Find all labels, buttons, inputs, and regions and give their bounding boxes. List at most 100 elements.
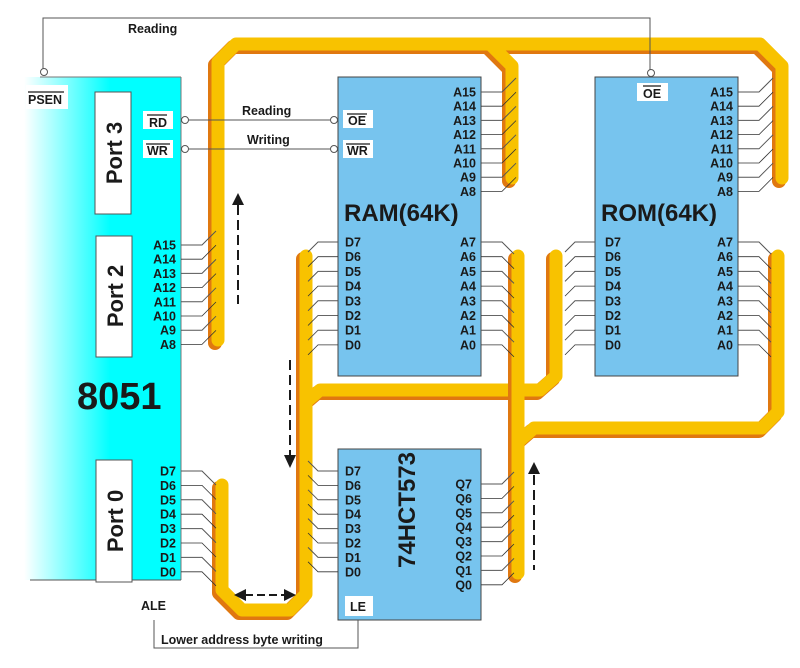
- port3-box: [94, 91, 132, 215]
- mcu-name: 8051: [77, 376, 162, 418]
- rom-low-addr-pin-wire: [738, 256, 772, 269]
- wr-bubble: [181, 145, 189, 153]
- arrow-up-high-address: [232, 193, 244, 304]
- rom-low-addr-pin-label: A1: [717, 324, 733, 338]
- ram-data-pin-wire: [307, 344, 338, 356]
- ram-high-addr-pin-wire: [481, 77, 517, 93]
- ram-high-addr-pin-wire: [481, 134, 517, 150]
- rom-high-addr-pin-label: A13: [710, 114, 733, 128]
- rom-high-addr-pin-wire: [738, 120, 774, 135]
- rom-low-addr-pin-label: A0: [717, 338, 733, 352]
- wr-pin-label: WR: [147, 144, 168, 158]
- latch-in-pin-wire: [307, 460, 338, 472]
- port0-pin-label: D4: [160, 508, 176, 522]
- rd-pin-label: RD: [149, 116, 167, 130]
- port2-pin-wire: [181, 230, 217, 246]
- rom-high-addr-pin-label: A9: [717, 171, 733, 185]
- control-wires: Reading Reading Writing Lower address by…: [40, 17, 655, 649]
- ram-data-pin-label: D6: [345, 250, 361, 264]
- ram-low-addr-pin-wire: [481, 300, 515, 314]
- ram-wr-bubble: [330, 145, 338, 153]
- ram-low-addr-pin-wire: [481, 315, 515, 328]
- port3-label: Port 3: [102, 122, 127, 184]
- latch-out-pin-wire: [481, 514, 515, 528]
- rom-data-pin-label: D6: [605, 250, 621, 264]
- rom-data-pin-wire: [564, 241, 595, 253]
- rom-low-addr-pin-label: A5: [717, 265, 733, 279]
- rom-data-pin-label: D7: [605, 236, 621, 250]
- rom-body: [594, 76, 739, 377]
- rom-low-addr-pin-wire: [738, 344, 772, 358]
- rom-low-addr-pin-label: A7: [717, 236, 733, 250]
- ram-data-pin-wire: [307, 241, 338, 253]
- rom-data-pin-wire: [564, 270, 595, 282]
- ram-low-addr-pin-label: A2: [460, 309, 476, 323]
- ram-high-addr-pin-wire: [481, 106, 517, 121]
- port2-pin-wire: [181, 330, 217, 345]
- le-label: LE: [350, 600, 366, 614]
- rom-data-pin-wire: [564, 329, 595, 341]
- ram-high-addr-pin-wire: [481, 162, 517, 178]
- rom-low-addr-pin-label: A2: [717, 309, 733, 323]
- port2-pin-label: A14: [153, 253, 176, 267]
- port0-pin-label: D1: [160, 551, 176, 565]
- ram-high-addr-pin-label: A13: [453, 114, 476, 128]
- rom-data-pin-wire: [564, 344, 595, 356]
- rom-high-addr-pin-wire: [738, 162, 774, 178]
- latch-in-pin-label: D1: [345, 551, 361, 565]
- rom-high-addr-pin-wire: [738, 148, 774, 164]
- rom-oe-label: OE: [643, 87, 661, 101]
- rom-low-addr-pin-label: A6: [717, 250, 733, 264]
- ram-data-pin-wire: [307, 256, 338, 267]
- latch-out-pin-wire: [481, 486, 515, 499]
- latch-in-pin-label: D3: [345, 522, 361, 536]
- psen-bubble: [40, 68, 48, 76]
- rom-high-addr-pin-wire: [738, 134, 774, 150]
- ram-high-addr-pin-label: A12: [453, 128, 476, 142]
- rd-bubble: [181, 116, 189, 124]
- ram-low-addr-pin-label: A0: [460, 338, 476, 352]
- port0-pin-label: D6: [160, 479, 176, 493]
- rom-low-addr-pin-label: A3: [717, 294, 733, 308]
- rom-data-pin-label: D0: [605, 338, 621, 352]
- port2-pin-label: A15: [153, 239, 176, 253]
- rom-data-pin-label: D2: [605, 309, 621, 323]
- latch-out-pin-label: Q1: [455, 564, 472, 578]
- latch-in-pin-label: D2: [345, 537, 361, 551]
- ram-low-addr-pin-label: A1: [460, 324, 476, 338]
- rd-reading-label: Reading: [242, 104, 291, 118]
- rom-high-addr-pin-label: A15: [710, 86, 733, 100]
- latch-out-pin-label: Q7: [455, 478, 472, 492]
- bus-group: [208, 37, 789, 620]
- ram-data-pin-wire: [307, 315, 338, 326]
- port2-pin-wire: [181, 259, 217, 274]
- ram-oe-label: OE: [348, 114, 366, 128]
- port0-pin-wire: [181, 485, 217, 500]
- port2-pin-label: A12: [153, 281, 176, 295]
- ram-low-addr-pin-wire: [481, 285, 515, 299]
- rom-high-addr-pin-wire: [738, 106, 774, 121]
- ram-data-pin-label: D3: [345, 294, 361, 308]
- latch-in-pin-wire: [307, 489, 338, 501]
- latch-in-pin-wire: [307, 503, 338, 515]
- latch-out-pin-label: Q5: [455, 506, 472, 520]
- latch-out-pin-wire: [481, 558, 515, 571]
- arrow-up-low-address: [528, 462, 540, 570]
- low-address-bus: [511, 249, 785, 580]
- latch-out-pin-label: Q3: [455, 535, 472, 549]
- ram-high-addr-pin-label: A10: [453, 157, 476, 171]
- port0-pin-wire: [181, 513, 217, 529]
- port0-pin-wire: [181, 542, 217, 558]
- port0-pin-label: D5: [160, 493, 176, 507]
- rom-low-addr-pin-wire: [738, 329, 772, 343]
- ram-high-addr-pin-label: A11: [454, 142, 476, 156]
- latch-out-pin-label: Q2: [455, 550, 472, 564]
- rom-low-addr-pin-label: A4: [717, 280, 733, 294]
- port2-pin-wire: [181, 244, 217, 260]
- psen-label: PSEN: [28, 93, 62, 107]
- ram-high-addr-pin-wire: [481, 120, 517, 135]
- ram-high-addr-pin-wire: [481, 177, 517, 192]
- latch-in-pin-wire: [307, 561, 338, 573]
- latch-out-pin-label: Q6: [455, 492, 472, 506]
